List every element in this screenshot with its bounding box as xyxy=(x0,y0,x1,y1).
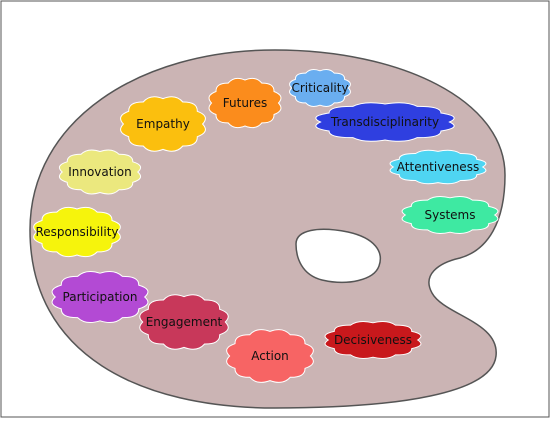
cloud-label-engagement: Engagement xyxy=(146,315,223,329)
cloud-shape-transdisciplinarity xyxy=(315,102,455,142)
cloud-innovation: Innovation xyxy=(58,149,142,195)
cloud-shape-systems xyxy=(401,196,499,234)
cloud-shape-innovation xyxy=(58,149,142,195)
cloud-shape-participation xyxy=(51,270,149,324)
cloud-label-systems: Systems xyxy=(425,208,476,222)
cloud-shape-criticality xyxy=(289,69,351,107)
cloud-transdisciplinarity: Transdisciplinarity xyxy=(315,102,455,142)
cloud-responsibility: Responsibility xyxy=(33,206,121,258)
cloud-label-empathy: Empathy xyxy=(136,117,190,131)
cloud-label-responsibility: Responsibility xyxy=(35,225,118,239)
cloud-label-participation: Participation xyxy=(63,290,138,304)
cloud-label-criticality: Criticality xyxy=(291,81,348,95)
cloud-futures: Futures xyxy=(208,77,282,129)
cloud-label-decisiveness: Decisiveness xyxy=(334,333,412,347)
cloud-label-action: Action xyxy=(251,349,289,363)
cloud-label-innovation: Innovation xyxy=(68,165,132,179)
cloud-shape-action xyxy=(226,329,314,383)
cloud-attentiveness: Attentiveness xyxy=(389,149,487,185)
cloud-shape-decisiveness xyxy=(324,321,422,359)
cloud-criticality: Criticality xyxy=(289,69,351,107)
cloud-shape-empathy xyxy=(120,96,206,152)
cloud-empathy: Empathy xyxy=(120,96,206,152)
cloud-label-futures: Futures xyxy=(223,96,267,110)
cloud-shape-engagement xyxy=(139,294,229,350)
cloud-decisiveness: Decisiveness xyxy=(324,321,422,359)
cloud-participation: Participation xyxy=(51,270,149,324)
cloud-label-transdisciplinarity: Transdisciplinarity xyxy=(330,115,439,129)
cloud-shape-attentiveness xyxy=(389,149,487,185)
cloud-label-attentiveness: Attentiveness xyxy=(397,160,479,174)
cloud-shape-responsibility xyxy=(33,206,121,258)
cloud-shape-futures xyxy=(208,77,282,129)
cloud-systems: Systems xyxy=(401,196,499,234)
cloud-action: Action xyxy=(226,329,314,383)
cloud-engagement: Engagement xyxy=(139,294,229,350)
